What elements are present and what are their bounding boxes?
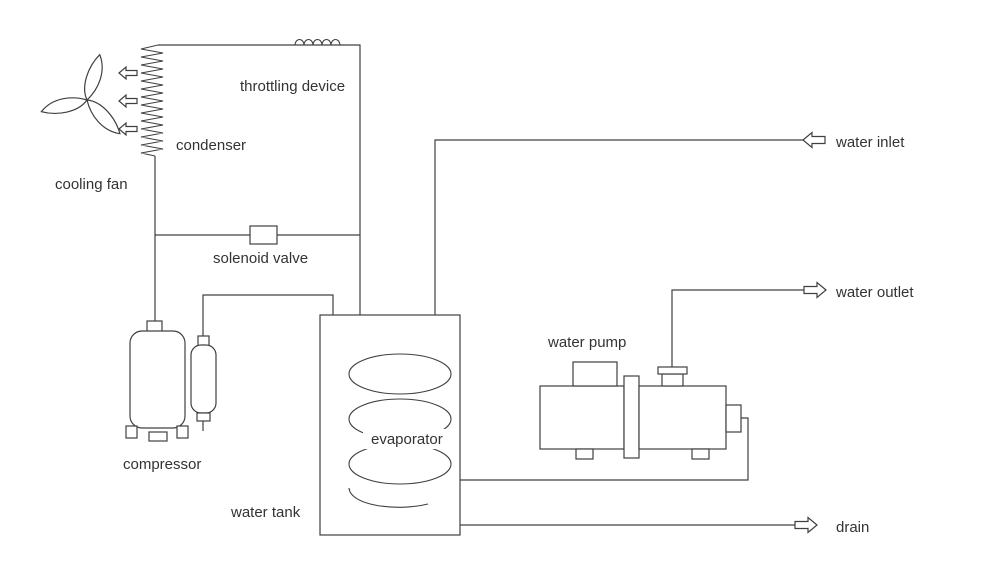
pipe-suction-line xyxy=(202,294,334,336)
pipe-condenser-to-throttling xyxy=(158,44,361,315)
pump-foot-left xyxy=(575,448,594,460)
label-compressor: compressor xyxy=(123,456,201,473)
label-condenser: condenser xyxy=(176,137,246,154)
piping xyxy=(154,44,804,526)
solenoid-valve-body xyxy=(249,225,278,245)
pump-foot-right xyxy=(691,448,710,460)
airflow-arrow-icon xyxy=(118,65,138,81)
label-evaporator: evaporator xyxy=(371,431,443,448)
airflow-arrows xyxy=(118,65,138,137)
airflow-arrow-icon xyxy=(118,93,138,109)
separator-body xyxy=(190,344,217,414)
pump-motor-body xyxy=(539,385,625,450)
water-tank-shape xyxy=(319,314,461,536)
label-water-inlet: water inlet xyxy=(835,134,905,151)
water-outlet-arrow-icon xyxy=(803,281,827,299)
pipe-water-inlet xyxy=(434,139,803,315)
airflow-arrow-icon xyxy=(118,121,138,137)
pump-head-body xyxy=(638,385,727,450)
label-throttling-device: throttling device xyxy=(240,78,345,95)
label-drain: drain xyxy=(836,519,869,536)
pump-right-port xyxy=(725,404,742,433)
cooling-fan-icon xyxy=(40,53,121,135)
water-tank-body xyxy=(319,314,461,536)
evaporator-label-backdrop xyxy=(363,429,455,449)
condenser-coil xyxy=(140,44,164,157)
label-water-tank: water tank xyxy=(230,504,301,521)
compressor-foot-right xyxy=(176,425,189,439)
label-solenoid-valve: solenoid valve xyxy=(213,250,308,267)
drain-arrow-icon xyxy=(794,516,818,534)
label-water-outlet: water outlet xyxy=(835,284,914,301)
pump-flange xyxy=(623,375,640,459)
pump-top-port-neck xyxy=(661,373,684,387)
labels: cooling fan condenser throttling device … xyxy=(55,78,914,536)
pump-terminal-box xyxy=(572,361,618,387)
throttling-device-coil xyxy=(294,39,341,46)
pipe-water-outlet xyxy=(671,289,804,367)
compressor-base xyxy=(148,431,168,442)
separator-fitting xyxy=(196,412,211,422)
compressor-body xyxy=(129,330,186,429)
compressor-foot-left xyxy=(125,425,138,439)
label-water-pump: water pump xyxy=(547,334,626,351)
water-inlet-arrow-icon xyxy=(802,131,826,149)
pump-top-port-flange xyxy=(657,366,688,375)
label-cooling-fan: cooling fan xyxy=(55,176,128,193)
water-pump-shape xyxy=(539,361,742,460)
pipe-pump-to-tank xyxy=(460,417,749,481)
compressor-cap xyxy=(146,320,163,333)
compressor-shape xyxy=(125,320,217,442)
